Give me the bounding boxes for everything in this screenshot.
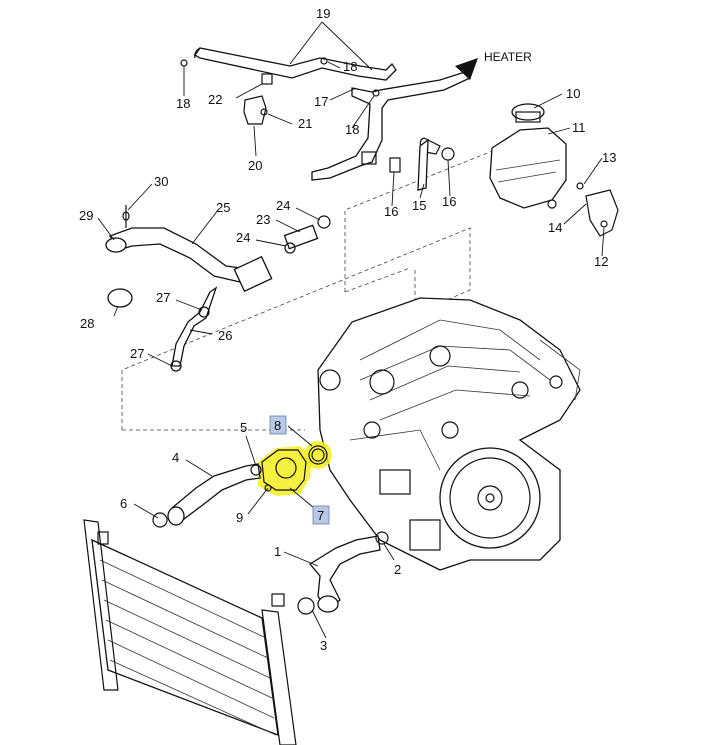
heater-label: HEATER (484, 50, 532, 64)
callout-29[interactable]: 29 (79, 208, 93, 223)
radiator (83, 519, 297, 745)
heater-hose-assembly (180, 47, 472, 191)
callout-17[interactable]: 17 (314, 94, 328, 109)
upper-hose-assembly (105, 205, 331, 308)
small-hose-assembly (170, 286, 218, 372)
callout-5[interactable]: 5 (240, 420, 247, 435)
callout-box-8 (269, 415, 287, 435)
radiator-inlet-hose (297, 531, 389, 615)
callout-24[interactable]: 24 (276, 198, 290, 213)
thermostat-highlight (258, 441, 332, 496)
callout-19[interactable]: 19 (316, 6, 330, 21)
callout-7[interactable]: 7 (317, 508, 324, 523)
heater-direction-arrow (455, 58, 478, 80)
callout-18[interactable]: 18 (176, 96, 190, 111)
callout-9[interactable]: 9 (236, 510, 243, 525)
callout-3[interactable]: 3 (320, 638, 327, 653)
callout-23[interactable]: 23 (256, 212, 270, 227)
callout-box-7 (312, 505, 330, 525)
callout-14[interactable]: 14 (548, 220, 562, 235)
callout-1[interactable]: 1 (274, 544, 281, 559)
coolant-reservoir (489, 103, 619, 237)
callout-2[interactable]: 2 (394, 562, 401, 577)
callout-13[interactable]: 13 (602, 150, 616, 165)
callout-15[interactable]: 15 (412, 198, 426, 213)
callout-27[interactable]: 27 (156, 290, 170, 305)
callout-24[interactable]: 24 (236, 230, 250, 245)
callout-25[interactable]: 25 (216, 200, 230, 215)
callout-12[interactable]: 12 (594, 254, 608, 269)
callout-18[interactable]: 18 (343, 59, 357, 74)
callout-4[interactable]: 4 (172, 450, 179, 465)
callout-8[interactable]: 8 (274, 418, 281, 433)
callout-21[interactable]: 21 (298, 116, 312, 131)
callout-6[interactable]: 6 (120, 496, 127, 511)
callout-11[interactable]: 11 (572, 120, 586, 135)
callout-20[interactable]: 20 (248, 158, 262, 173)
callout-18[interactable]: 18 (345, 122, 359, 137)
callout-22[interactable]: 22 (208, 92, 222, 107)
callout-30[interactable]: 30 (154, 174, 168, 189)
radiator-outlet-hose (152, 463, 262, 528)
leader-lines (97, 21, 605, 639)
callout-10[interactable]: 10 (566, 86, 580, 101)
hose-bracket (243, 73, 273, 125)
callout-27[interactable]: 27 (130, 346, 144, 361)
thermostat-housing (261, 445, 328, 492)
callout-16[interactable]: 16 (384, 204, 398, 219)
callout-28[interactable]: 28 (80, 316, 94, 331)
dashed-assembly-outline (121, 139, 521, 431)
engine-block (317, 297, 581, 571)
callout-26[interactable]: 26 (218, 328, 232, 343)
callout-16[interactable]: 16 (442, 194, 456, 209)
